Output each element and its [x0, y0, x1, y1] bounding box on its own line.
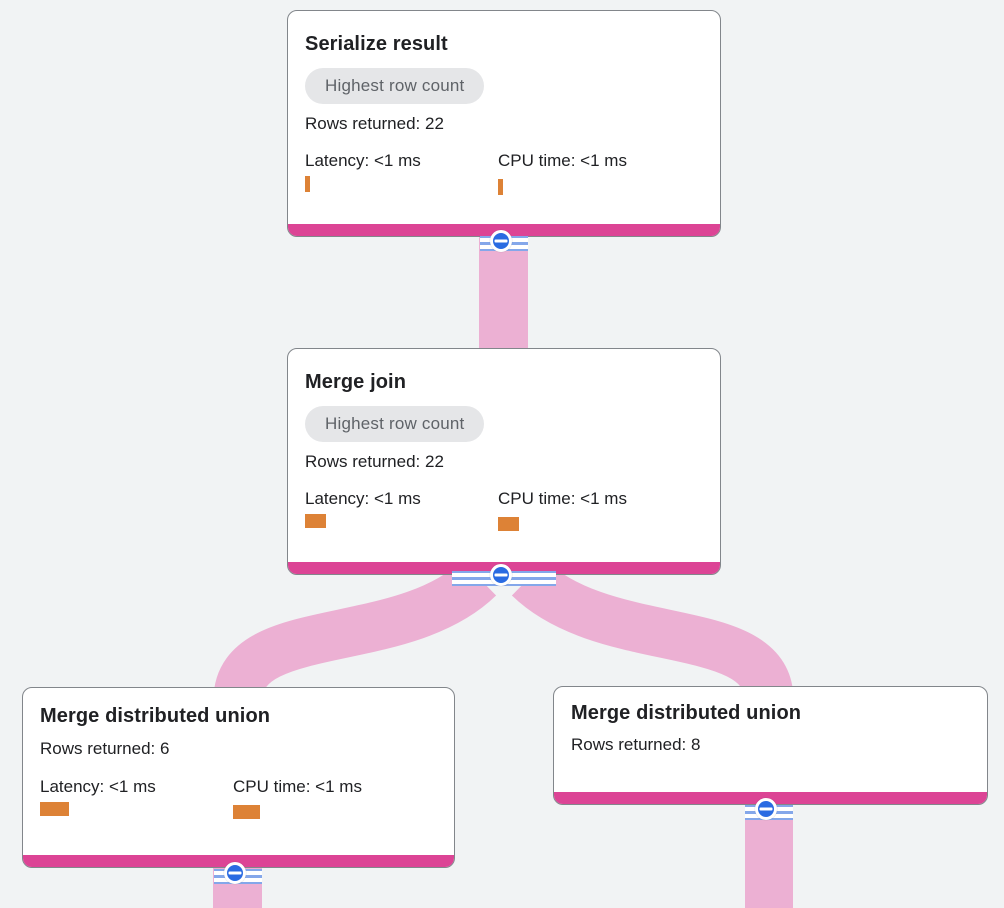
collapse-node-button[interactable] [490, 564, 512, 586]
node-footer-bar [23, 855, 454, 867]
node-title: Merge distributed union [571, 702, 802, 724]
minus-icon [494, 573, 508, 577]
flow-ribbon-mergejoin-to-left-union [213, 559, 497, 703]
collapse-node-button[interactable] [755, 798, 777, 820]
cpu-time-label: CPU time: <1 ms [498, 489, 627, 508]
plan-node-serialize-result[interactable]: Serialize result Highest row count Rows … [287, 10, 721, 237]
minus-icon [494, 239, 508, 243]
highest-row-count-badge: Highest row count [305, 68, 485, 104]
node-title: Merge join [305, 371, 407, 393]
collapse-node-button[interactable] [490, 230, 512, 252]
cpu-time-label: CPU time: <1 ms [233, 777, 362, 796]
cpu-time-bar [233, 805, 260, 819]
latency-label: Latency: <1 ms [305, 151, 421, 170]
minus-icon [759, 807, 773, 811]
cpu-time-bar [498, 179, 503, 195]
latency-label: Latency: <1 ms [305, 489, 421, 508]
latency-bar [40, 802, 69, 816]
cpu-time-bar [498, 517, 519, 531]
collapse-node-button[interactable] [224, 862, 246, 884]
flow-ribbon-right-union-child [745, 804, 793, 908]
cpu-time-label: CPU time: <1 ms [498, 151, 627, 170]
node-title: Merge distributed union [40, 705, 271, 727]
latency-bar [305, 514, 326, 528]
flow-ribbon-mergejoin-to-right-union [511, 559, 794, 703]
rows-returned-label: Rows returned: 8 [571, 735, 701, 754]
plan-node-merge-join[interactable]: Merge join Highest row count Rows return… [287, 348, 721, 575]
plan-node-merge-distributed-union-left[interactable]: Merge distributed union Rows returned: 6… [22, 687, 455, 868]
highest-row-count-badge: Highest row count [305, 406, 485, 442]
latency-label: Latency: <1 ms [40, 777, 156, 796]
rows-returned-label: Rows returned: 22 [305, 114, 444, 133]
rows-returned-label: Rows returned: 22 [305, 452, 444, 471]
latency-bar [305, 176, 310, 192]
node-title: Serialize result [305, 33, 448, 55]
minus-icon [228, 871, 242, 875]
rows-returned-label: Rows returned: 6 [40, 739, 170, 758]
flow-ribbon-serialize-to-mergejoin [479, 236, 528, 352]
plan-node-merge-distributed-union-right[interactable]: Merge distributed union Rows returned: 8 [553, 686, 988, 805]
